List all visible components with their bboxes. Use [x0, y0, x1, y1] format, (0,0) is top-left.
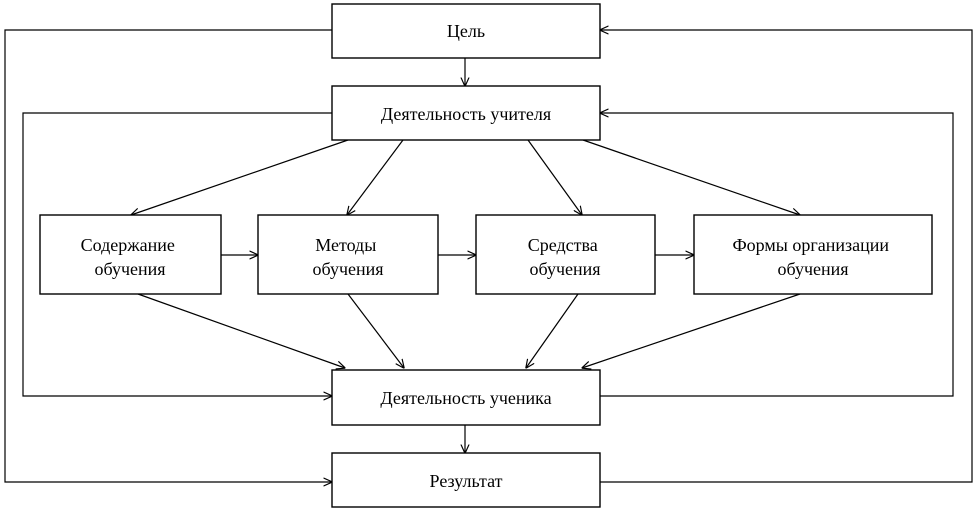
loop-result-to-goal: [600, 30, 973, 483]
forms-label-line-1: Формы организации: [732, 235, 889, 255]
means-box: Средства обучения: [475, 214, 656, 295]
result-box: Результат: [331, 452, 601, 508]
goal-label: Цель: [447, 21, 485, 41]
means-label-line-2: обучения: [529, 259, 600, 279]
arrow-teacher-to-methods: [347, 139, 404, 215]
student-activity-box: Деятельность ученика: [331, 369, 601, 426]
teacher-activity-box: Деятельность учителя: [331, 85, 601, 141]
svg-text:Средства обучения: Средства обучения: [528, 235, 603, 279]
svg-text:Цель: Цель: [447, 21, 485, 41]
teacher-activity-label: Деятельность учителя: [381, 104, 551, 124]
arrow-forms-to-student: [582, 293, 801, 368]
loop-teacher-to-student: [22, 112, 332, 396]
loop-goal-to-result: [4, 29, 332, 482]
svg-text:Деятельность учителя: Деятельность учителя: [381, 104, 551, 124]
methods-label-line-1: Методы: [315, 235, 376, 255]
student-activity-label: Деятельность ученика: [380, 388, 551, 408]
content-label-line-2: обучения: [94, 259, 165, 279]
connectors: [4, 29, 973, 483]
methods-label-line-2: обучения: [312, 259, 383, 279]
content-label-line-1: Содержание: [81, 235, 175, 255]
svg-text:Формы организации обучен: Формы организации обучения: [732, 235, 893, 279]
svg-text:Содержание обучения: Содержание обучения: [81, 235, 180, 279]
arrow-teacher-to-content: [131, 139, 349, 215]
forms-box: Формы организации обучения: [693, 214, 933, 295]
loop-student-to-teacher: [600, 113, 954, 397]
forms-label-line-2: обучения: [777, 259, 848, 279]
arrow-teacher-to-forms: [582, 139, 800, 215]
arrow-content-to-student: [137, 293, 345, 368]
methods-box: Методы обучения: [257, 214, 439, 295]
svg-text:Результат: Результат: [430, 471, 503, 491]
arrow-means-to-student: [526, 293, 579, 368]
arrow-teacher-to-means: [527, 139, 582, 215]
svg-text:Деятельность ученика: Деятельность ученика: [380, 388, 551, 408]
content-box: Содержание обучения: [39, 214, 222, 295]
result-label: Результат: [430, 471, 503, 491]
goal-box: Цель: [331, 3, 601, 59]
means-label-line-1: Средства: [528, 235, 598, 255]
arrow-methods-to-student: [347, 293, 404, 368]
svg-text:Методы обучения: Методы обучения: [312, 235, 383, 279]
